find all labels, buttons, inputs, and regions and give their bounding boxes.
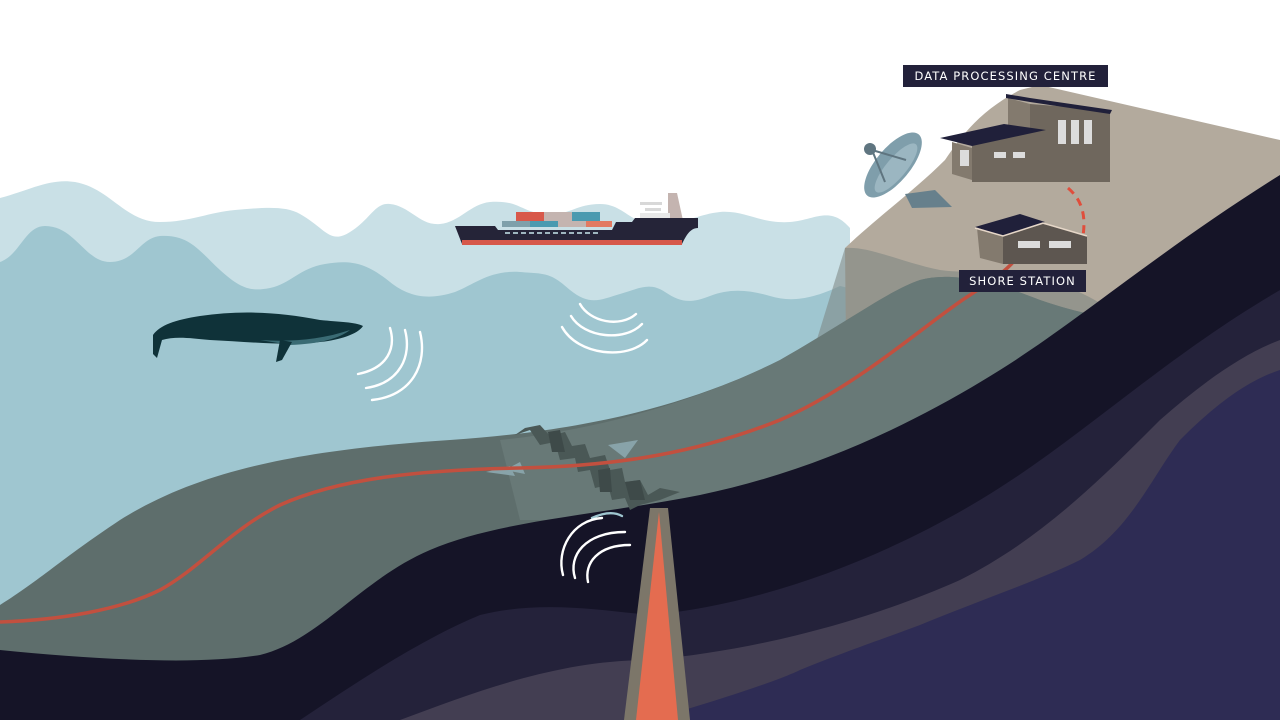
data-processing-centre-label: DATA PROCESSING CENTRE: [903, 65, 1108, 87]
shore-station-label: SHORE STATION: [959, 270, 1086, 292]
dashed-link: [1066, 186, 1086, 237]
shore-station-building: [974, 214, 1088, 264]
cargo-ship-icon: [455, 193, 698, 245]
ship-sound-wave-icon: [560, 302, 649, 354]
mantle: [650, 370, 1280, 720]
whale-icon: [153, 312, 363, 362]
data-processing-centre-building: [940, 94, 1112, 182]
whale-sound-wave-icon: [356, 326, 424, 402]
satellite-dish-icon: [864, 132, 952, 208]
fault-crack-icon: [486, 425, 680, 510]
magma-dike-icon: [636, 512, 678, 720]
seismic-wave-icon: [560, 512, 632, 584]
submarine-cable: [0, 258, 1017, 624]
